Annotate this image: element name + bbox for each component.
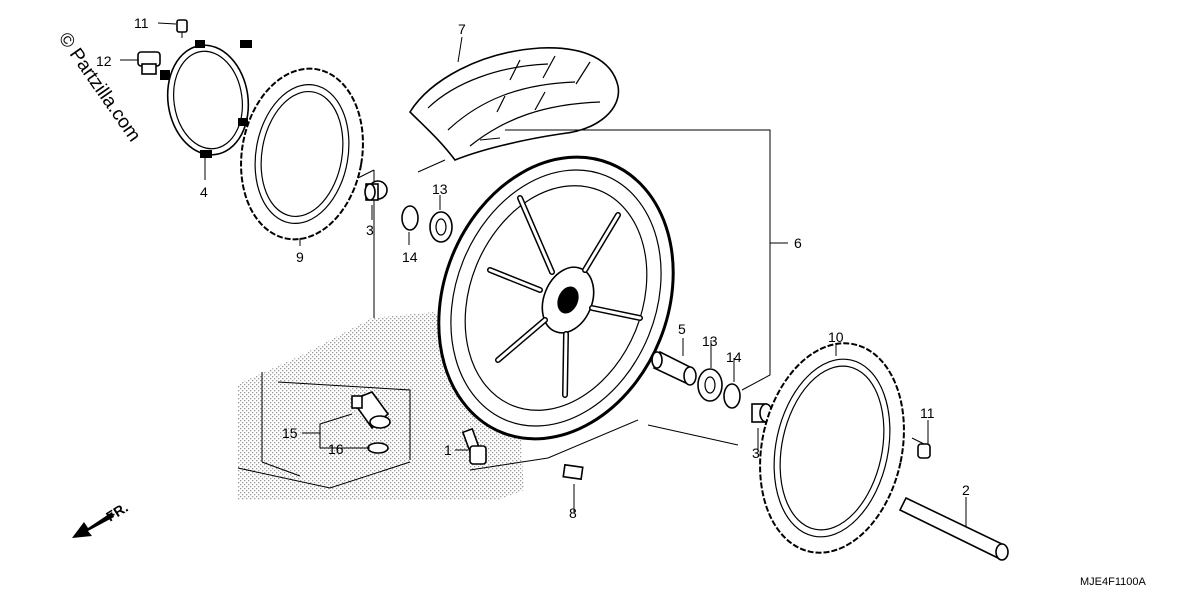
callout-4: 4 (200, 184, 208, 200)
oil-seal-part-14-left (401, 205, 419, 231)
group-bracket-part-6 (357, 129, 771, 446)
bolt-part-12 (137, 51, 161, 75)
callout-11-top: 11 (134, 15, 149, 31)
brake-disc-part-10 (759, 342, 905, 554)
callout-13-left: 13 (432, 181, 448, 197)
callout-14-left: 14 (402, 249, 418, 265)
axle-part-2 (898, 496, 1009, 561)
wheel-part-6 (437, 155, 675, 441)
distance-collar-part-5 (651, 350, 697, 386)
callout-16: 16 (328, 441, 344, 457)
hub-flange-part-4 (160, 40, 252, 158)
grommet-part-16 (367, 442, 389, 454)
callout-1: 1 (444, 442, 452, 458)
valve-part-1 (461, 427, 487, 465)
bearing-part-13-left (429, 211, 453, 243)
valve-part-15 (350, 391, 391, 430)
balance-weight-part-8 (562, 463, 584, 481)
callout-9: 9 (296, 249, 304, 265)
diagram-code: MJE4F1100A (1080, 576, 1146, 588)
callout-5: 5 (678, 321, 686, 337)
bracket-bottom-edge (469, 419, 639, 471)
oil-seal-part-14-right (723, 383, 741, 409)
collar-part-3-left (364, 180, 388, 201)
callout-3-left: 3 (366, 222, 374, 238)
brake-disc-part-9 (240, 67, 364, 241)
leader-lines (120, 22, 967, 526)
callout-11-right: 11 (920, 405, 935, 421)
front-label: FR. (103, 499, 131, 525)
callout-12: 12 (96, 53, 112, 69)
watermark-text: © Partzilla.com (54, 29, 145, 146)
callout-7: 7 (458, 21, 466, 37)
callout-6: 6 (794, 235, 802, 251)
callout-8: 8 (569, 505, 577, 521)
callout-3-right: 3 (752, 445, 760, 461)
tire-part-7 (408, 47, 620, 161)
bolt-part-11-top (176, 19, 188, 38)
front-direction-arrow: FR. (72, 499, 131, 538)
callout-2: 2 (962, 482, 970, 498)
callout-15: 15 (282, 425, 298, 441)
callout-14-right: 14 (726, 349, 742, 365)
callout-13-right: 13 (702, 333, 718, 349)
bolt-part-11-right (911, 437, 931, 459)
valve-group-frame (237, 372, 411, 489)
bearing-part-13-right (697, 368, 723, 402)
callout-10: 10 (828, 329, 844, 345)
